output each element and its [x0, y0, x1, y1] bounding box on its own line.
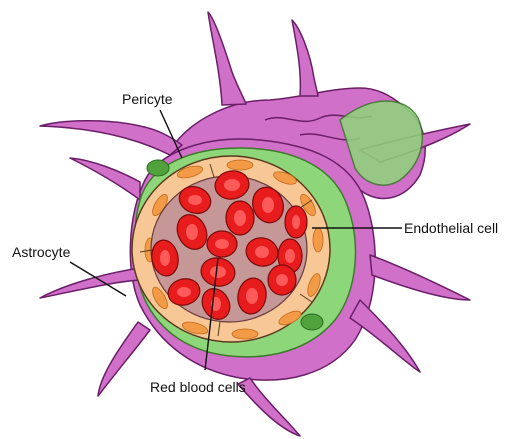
label-pericyte: Pericyte: [122, 91, 173, 107]
red-blood-cell: [268, 265, 296, 295]
astrocyte-process-right-2: [370, 255, 470, 300]
astrocyte-process-top-right: [292, 20, 318, 96]
pericyte-nucleus-bottom: [301, 314, 323, 330]
label-astrocyte: Astrocyte: [12, 244, 71, 260]
red-blood-cell: [285, 206, 307, 238]
red-blood-cell: [207, 231, 237, 257]
astrocyte-process-left-bottom: [40, 268, 140, 298]
pericyte-nucleus-left: [147, 160, 169, 176]
astrocyte-process-left-mid: [70, 158, 140, 200]
label-endothelial-cell: Endothelial cell: [404, 220, 498, 236]
astrocyte-process-right-3: [350, 300, 420, 372]
label-red-blood-cells: Red blood cells: [150, 379, 246, 395]
astrocyte-process-top: [208, 12, 246, 105]
astrocyte-process-bottom-left: [98, 322, 150, 396]
astrocyte-process-bottom: [238, 378, 300, 436]
red-blood-cell: [226, 201, 254, 235]
astrocyte-process-left-top: [40, 121, 182, 155]
